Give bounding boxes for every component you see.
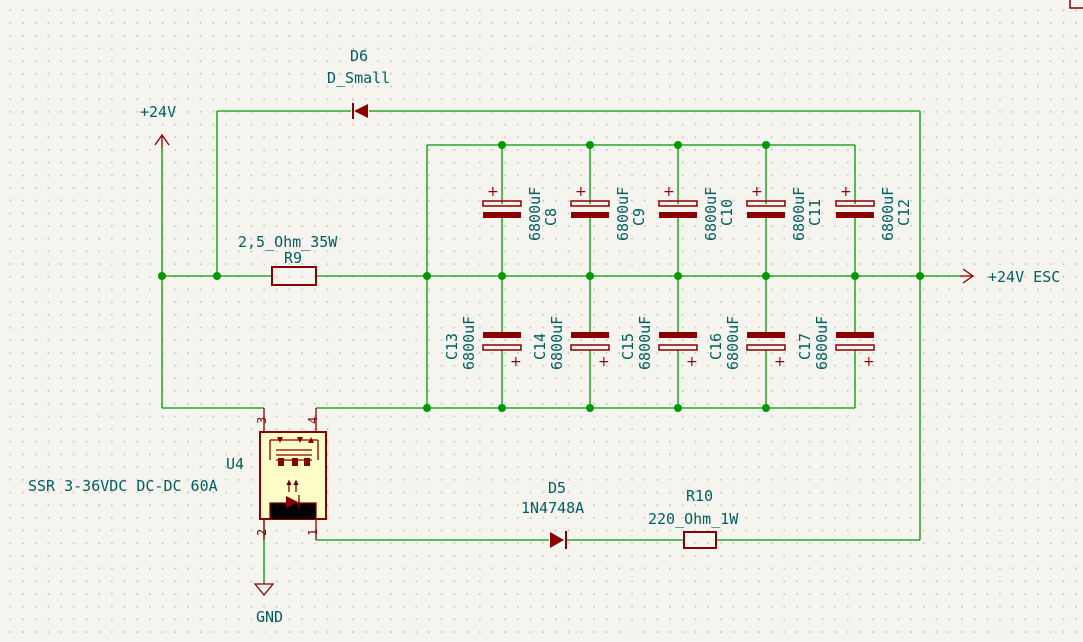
capacitor-polarity-mark: + — [686, 354, 698, 370]
r10-value: 220_Ohm_1W — [648, 510, 739, 528]
d5-ref: D5 — [548, 479, 566, 497]
resistor-r10[interactable]: R10 220_Ohm_1W — [648, 487, 739, 549]
capacitor-value: 6800uF — [636, 316, 654, 370]
capacitor-polarity-mark: + — [663, 184, 675, 200]
ssr-u4[interactable]: 3 4 2 1 U4 SSR 3-36VDC DC-DC 60A — [28, 408, 327, 540]
capacitor-ref: C15 — [619, 333, 637, 360]
capacitor-value: 6800uF — [813, 316, 831, 370]
d5-value: 1N4748A — [521, 499, 584, 517]
optocoupler-arrows-icon — [286, 479, 299, 492]
capacitor-value: 6800uF — [460, 316, 478, 370]
capacitor-polarity-mark: + — [751, 184, 763, 200]
capacitor-ref: C14 — [531, 333, 549, 360]
d6-value: D_Small — [327, 69, 390, 87]
capacitor-ref: C17 — [796, 333, 814, 360]
capacitor-polarity-mark: + — [774, 354, 786, 370]
capacitor-ref: C16 — [707, 333, 725, 360]
capacitor-value: 6800uF — [724, 316, 742, 370]
capacitor-value: 6800uF — [879, 187, 897, 241]
u4-pin1: 1 — [306, 529, 320, 536]
led-icon — [269, 495, 317, 519]
r10-ref: R10 — [686, 487, 713, 505]
u4-ref: U4 — [226, 455, 244, 473]
capacitor-value: 6800uF — [548, 316, 566, 370]
gnd-symbol[interactable]: GND — [253, 583, 283, 626]
u4-pin3: 3 — [255, 417, 269, 424]
r9-ref: R9 — [284, 249, 302, 267]
capacitor-ref: C12 — [895, 199, 913, 226]
net-label-24v: +24V — [140, 103, 176, 121]
mosfet-icon — [269, 437, 319, 466]
capacitor-polarity-mark: + — [487, 184, 499, 200]
d6-ref: D6 — [350, 47, 368, 65]
resistor-r9[interactable]: R9 2,5_Ohm_35W — [238, 233, 338, 286]
capacitor-value: 6800uF — [702, 187, 720, 241]
sheet-frame-corner — [1069, 0, 1083, 9]
output-net-24v-esc[interactable]: +24V ESC — [960, 268, 1060, 286]
capacitor-value: 6800uF — [790, 187, 808, 241]
capacitor-polarity-mark: + — [840, 184, 852, 200]
capacitor-ref: C8 — [542, 208, 560, 226]
capacitor-polarity-mark: + — [863, 354, 875, 370]
junctions — [158, 141, 924, 412]
capacitor-ref: C9 — [630, 208, 648, 226]
u4-value: SSR 3-36VDC DC-DC 60A — [28, 477, 218, 495]
capacitor-wires — [501, 145, 856, 408]
capacitor-polarity-mark: + — [510, 354, 522, 370]
u4-pin4: 4 — [306, 417, 320, 424]
net-label-gnd: GND — [256, 608, 283, 626]
capacitor-value: 6800uF — [614, 187, 632, 241]
diode-d5[interactable]: D5 1N4748A — [521, 479, 584, 549]
capacitor-polarity-mark: + — [598, 354, 610, 370]
power-symbol-24v[interactable]: +24V — [140, 103, 176, 148]
r9-value: 2,5_Ohm_35W — [238, 233, 338, 251]
capacitor-ref: C13 — [443, 333, 461, 360]
capacitor-polarity-mark: + — [575, 184, 587, 200]
capacitor-bank-top: +6800uFC8+6800uFC9+6800uFC10+6800uFC11+6… — [482, 184, 913, 241]
capacitor-ref: C11 — [806, 199, 824, 226]
net-label-24v-esc: +24V ESC — [988, 268, 1060, 286]
u4-pin2: 2 — [255, 529, 269, 536]
capacitor-ref: C10 — [718, 199, 736, 226]
capacitor-value: 6800uF — [526, 187, 544, 241]
diode-d6[interactable]: D6 D_Small — [327, 47, 390, 119]
